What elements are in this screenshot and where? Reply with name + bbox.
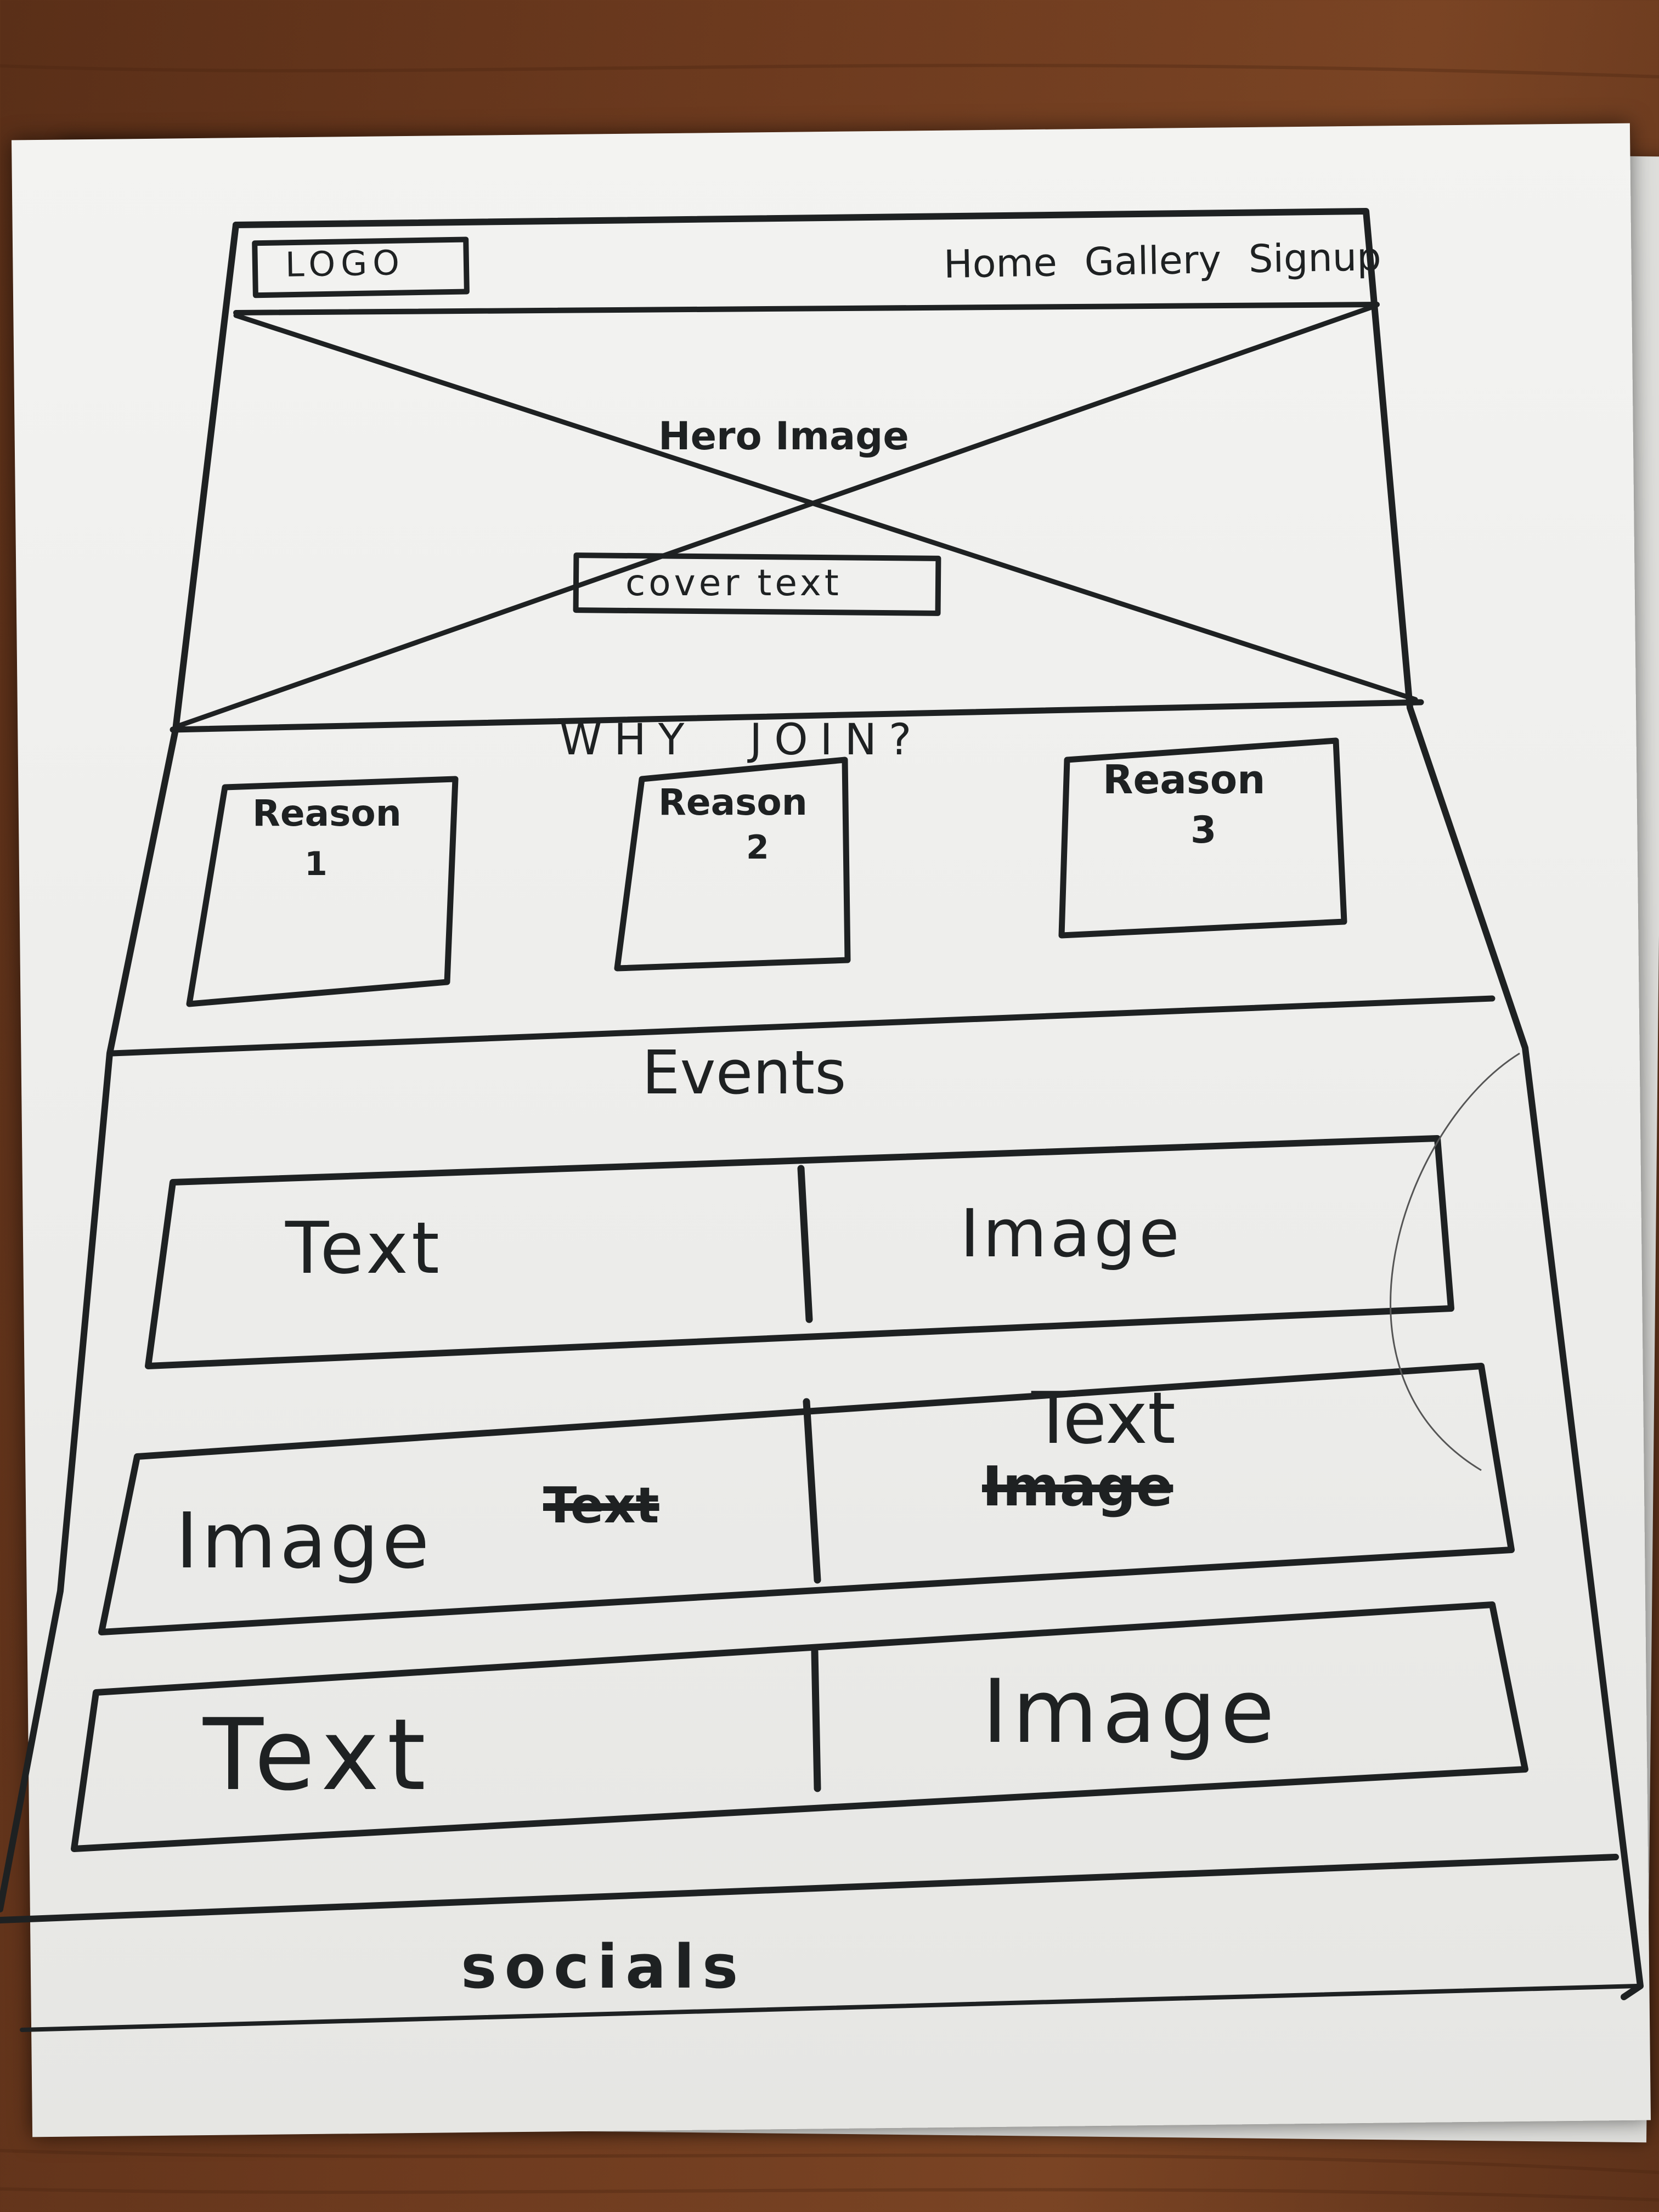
event-row-2-text: Text [1031, 1376, 1176, 1460]
events-title: Events [642, 1037, 847, 1108]
event-row-2 [98, 1363, 1515, 1635]
reason-3-label: Reason [1103, 757, 1266, 803]
event-row-1-split [797, 1165, 813, 1323]
reason-box-1 [186, 776, 459, 1007]
reason-1-number: 1 [304, 845, 328, 883]
nav-home[interactable]: Home [943, 240, 1058, 287]
hero-divider [170, 699, 1424, 733]
event-row-2-struck-image: Image [982, 1454, 1173, 1519]
socials-label[interactable]: socials [461, 1932, 746, 2002]
hero-cross-a [233, 313, 1418, 702]
cover-text-box [573, 552, 941, 616]
footer-divider [0, 1854, 1619, 1923]
cover-text[interactable]: cover text [625, 562, 842, 604]
page-frame [233, 208, 1644, 2000]
why-join-title: WHY JOIN? [560, 715, 924, 765]
event-row-2-split [803, 1398, 821, 1584]
nav-signup[interactable]: Signup [1248, 234, 1382, 282]
event-row-1-text: Text [285, 1206, 443, 1290]
reason-box-2 [614, 757, 851, 972]
event-row-1-image: Image [960, 1196, 1183, 1272]
footer-bottom [20, 1984, 1640, 2032]
events-divider [109, 995, 1496, 1057]
hero-image-label: Hero Image [658, 414, 909, 459]
logo-label: LOGO [285, 242, 405, 285]
stray-hair [1390, 1052, 1520, 1471]
header-divider [233, 302, 1380, 315]
hero-cross-b [173, 304, 1374, 730]
event-row-2-image: Image [176, 1497, 433, 1586]
event-row-2-struck-text: Text [543, 1477, 659, 1534]
nav-bar: Home Gallery Signup [943, 234, 1382, 287]
reason-2-label: Reason [658, 781, 808, 823]
event-row-3-text: Text [203, 1698, 434, 1813]
reason-box-3 [1058, 737, 1347, 939]
event-row-3 [71, 1601, 1528, 1852]
reason-3-number: 3 [1190, 809, 1217, 852]
event-row-3-split [811, 1647, 821, 1792]
reason-1-label: Reason [252, 792, 402, 834]
logo-box [252, 236, 470, 298]
event-row-1 [145, 1135, 1454, 1369]
event-row-3-image: Image [982, 1660, 1279, 1763]
nav-gallery[interactable]: Gallery [1084, 237, 1222, 285]
page-frame-left [0, 222, 239, 1912]
reason-2-number: 2 [746, 828, 769, 867]
